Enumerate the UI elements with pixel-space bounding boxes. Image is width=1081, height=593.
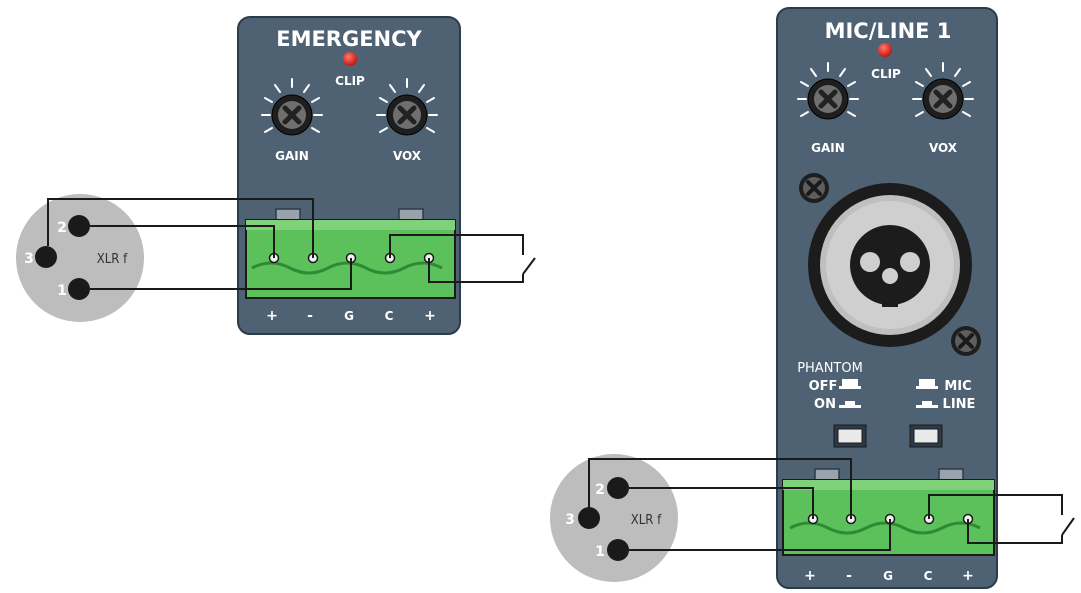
wire-switch-top xyxy=(928,494,1063,519)
terminal-label: + xyxy=(804,568,816,584)
wire-pin3 xyxy=(588,458,852,519)
micline-title: MIC/LINE 1 xyxy=(825,19,952,43)
terminal-label: G xyxy=(344,309,354,323)
wire-pin1 xyxy=(629,519,891,551)
emergency-title: EMERGENCY xyxy=(276,27,422,51)
line-label: LINE xyxy=(943,397,976,412)
micline-xlr-connector: 2 3 1 XLR f xyxy=(550,454,678,582)
xlr-pin-label: 1 xyxy=(595,544,605,560)
phantom-on-label: ON xyxy=(814,397,836,412)
wire-pin2 xyxy=(90,225,275,258)
clip-label: CLIP xyxy=(335,74,365,88)
micline-terminal-block xyxy=(782,468,995,556)
switch-contact xyxy=(522,257,536,275)
switch-contact xyxy=(1061,517,1075,536)
clip-label: CLIP xyxy=(871,67,901,81)
wire-pin1 xyxy=(90,258,352,290)
xlr-pin-label: 3 xyxy=(24,251,34,267)
terminal-label: G xyxy=(883,569,893,583)
vox-knob[interactable] xyxy=(376,78,438,136)
wire-pin3 xyxy=(47,198,314,258)
combo-jack[interactable] xyxy=(808,183,972,347)
terminal-label: + xyxy=(266,308,278,324)
emergency-module: EMERGENCY CLIP GAIN xyxy=(237,16,461,335)
xlr-pin xyxy=(578,507,600,529)
switch-up-icon xyxy=(916,379,938,389)
clip-led xyxy=(878,43,892,57)
screw-icon xyxy=(799,173,829,203)
switch-up-icon xyxy=(839,379,861,389)
jack-socket xyxy=(850,225,930,305)
wire-switch-top xyxy=(389,234,524,258)
terminal-label: C xyxy=(924,569,933,583)
terminal-label: - xyxy=(846,568,852,584)
clip-led xyxy=(343,52,357,66)
terminal-label: + xyxy=(424,308,436,324)
gain-knob[interactable] xyxy=(261,78,323,136)
micline-wires xyxy=(588,458,1075,551)
xlr-pin xyxy=(607,539,629,561)
vox-knob[interactable] xyxy=(912,62,974,120)
emergency-xlr-connector: 2 3 1 XLR f xyxy=(16,194,144,322)
switch-down-icon xyxy=(839,401,861,408)
gain-knob[interactable] xyxy=(797,62,859,120)
wire-pin2 xyxy=(629,487,814,519)
xlr-label: XLR f xyxy=(631,513,662,528)
xlr-pin xyxy=(35,246,57,268)
mic-label: MIC xyxy=(944,379,971,394)
vox-label: VOX xyxy=(929,141,958,155)
gain-label: GAIN xyxy=(811,141,845,155)
phantom-label: PHANTOM xyxy=(797,361,863,376)
xlr-pin-label: 1 xyxy=(57,283,67,299)
terminal-label: - xyxy=(307,308,313,324)
wire-switch-bottom xyxy=(428,258,524,283)
screw-icon xyxy=(951,326,981,356)
mic-line-switch[interactable] xyxy=(909,424,943,448)
xlr-pin xyxy=(607,477,629,499)
xlr-pin xyxy=(68,215,90,237)
gain-label: GAIN xyxy=(275,149,309,163)
terminal-label: C xyxy=(385,309,394,323)
terminal-label: + xyxy=(962,568,974,584)
phantom-off-label: OFF xyxy=(809,379,838,394)
vox-label: VOX xyxy=(393,149,422,163)
wire-switch-bottom xyxy=(967,519,1063,544)
micline-module: MIC/LINE 1 CLIP GAIN xyxy=(776,7,998,589)
emergency-wires xyxy=(47,198,536,290)
xlr-pin-label: 3 xyxy=(565,512,575,528)
xlr-pin-label: 2 xyxy=(595,482,605,498)
switch-down-icon xyxy=(916,401,938,408)
xlr-label: XLR f xyxy=(97,252,128,267)
xlr-pin-label: 2 xyxy=(57,220,67,236)
phantom-switch[interactable] xyxy=(833,424,867,448)
xlr-pin xyxy=(68,278,90,300)
